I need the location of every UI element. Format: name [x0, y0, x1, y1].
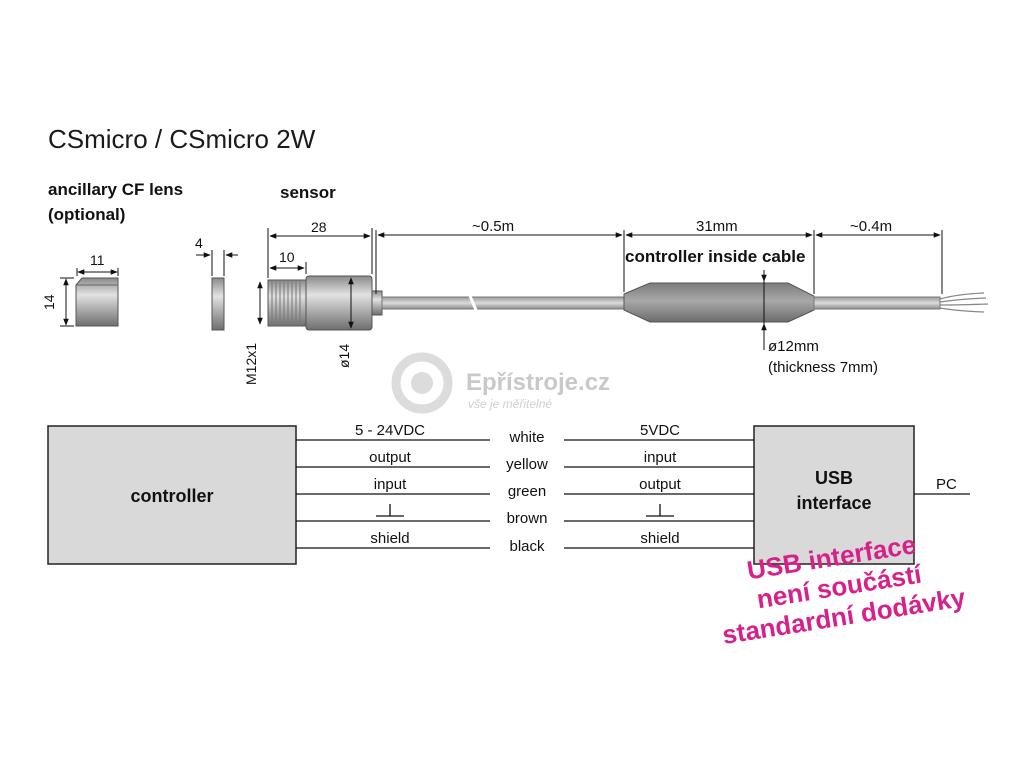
- lens-dim-width: 11: [90, 252, 105, 268]
- wire-left-label: 5 - 24VDC: [355, 422, 425, 439]
- sensor-diameter: ø14: [336, 344, 352, 368]
- page-title: CSmicro / CSmicro 2W: [48, 124, 316, 154]
- cable-segment2-length: ~0.4m: [850, 218, 892, 235]
- wire-left-label: input: [374, 476, 407, 493]
- wire-right-label: output: [639, 476, 682, 493]
- wire-color-label: black: [509, 538, 545, 555]
- cable-drawing: [375, 230, 989, 350]
- wire-right-label: shield: [640, 530, 679, 547]
- sensor-dim-length: 28: [311, 219, 327, 235]
- wire-color-label: green: [508, 483, 546, 500]
- controller-thickness: (thickness 7mm): [768, 359, 878, 376]
- controller-length: 31mm: [696, 218, 738, 235]
- ground-symbol-right: [646, 504, 674, 517]
- pc-label: PC: [936, 476, 957, 493]
- watermark-brand: Epřístroje.cz: [466, 369, 610, 396]
- cable-segment1-length: ~0.5m: [472, 218, 514, 235]
- controller-inside-cable-label: controller inside cable: [625, 247, 805, 266]
- watermark: Epřístroje.cz vše je měřitelné: [391, 352, 610, 414]
- ground-symbol-left: [376, 504, 404, 517]
- sensor-thread: M12x1: [243, 343, 259, 385]
- lens-label-line1: ancillary CF lens: [48, 180, 183, 199]
- usb-box-label-line1: USB: [815, 468, 853, 488]
- lens-label-line2: (optional): [48, 205, 125, 224]
- wire-left-label: output: [369, 449, 412, 466]
- lens-dim-height: 14: [41, 294, 57, 310]
- usb-box-label-line2: interface: [796, 493, 871, 513]
- wire-lines: [296, 439, 754, 549]
- lens-drawing: [60, 250, 238, 331]
- controller-diameter: ø12mm: [768, 338, 819, 355]
- usb-interface-box: [753, 425, 915, 565]
- sensor-drawing: [257, 228, 383, 331]
- note-usb-not-included: USB interface není součástí standardní d…: [720, 529, 968, 650]
- wire-left-label: shield: [370, 530, 409, 547]
- controller-box: [47, 425, 297, 565]
- lens-dim-thickness: 4: [195, 235, 203, 251]
- wire-right-label: input: [644, 449, 677, 466]
- wire-color-label: white: [508, 429, 544, 446]
- watermark-tagline: vše je měřitelné: [468, 397, 552, 411]
- wire-color-label: brown: [507, 510, 548, 527]
- wire-right-label: 5VDC: [640, 422, 680, 439]
- wire-color-label: yellow: [506, 456, 548, 473]
- controller-box-label: controller: [130, 486, 213, 506]
- sensor-label: sensor: [280, 183, 336, 202]
- sensor-dim-thread-length: 10: [279, 249, 295, 265]
